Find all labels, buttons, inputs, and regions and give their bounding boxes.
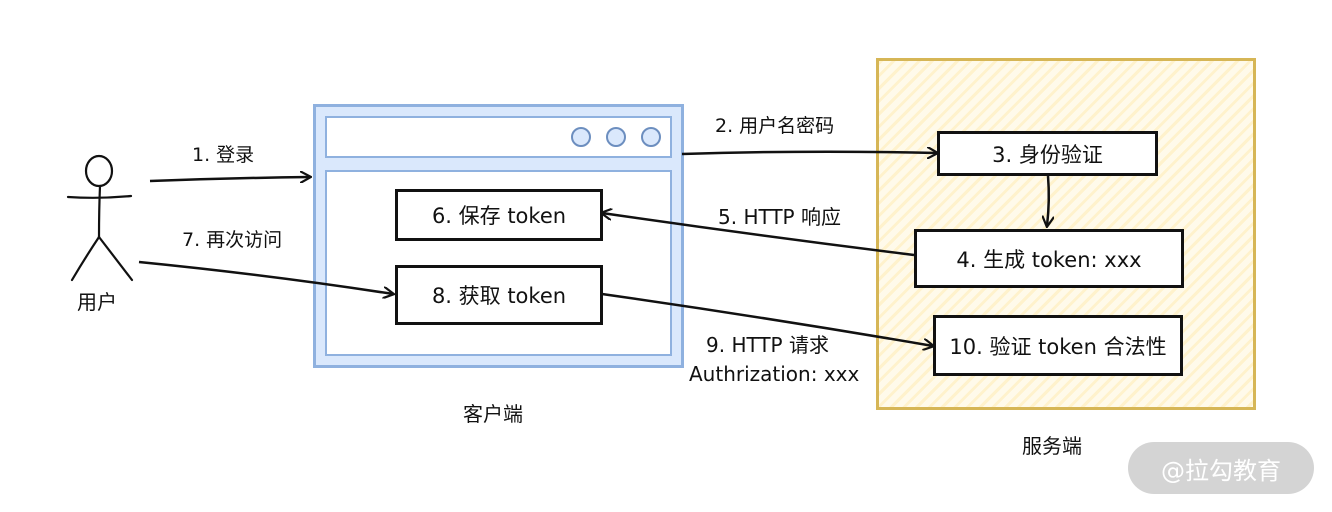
step10-validate-token-box: 10. 验证 token 合法性 [933, 315, 1183, 376]
client-label: 客户端 [463, 402, 523, 426]
user-stick-figure-icon [66, 154, 134, 282]
arrow-step3-to-4 [1047, 175, 1049, 226]
arrow-step7 [138, 260, 393, 294]
step7-label: 7. 再次访问 [182, 229, 283, 251]
step8-get-token-box: 8. 获取 token [395, 265, 603, 325]
step5-label: 5. HTTP 响应 [718, 205, 841, 229]
user-label: 用户 [77, 290, 117, 314]
server-label: 服务端 [1022, 434, 1082, 458]
arrow-step1 [149, 177, 310, 181]
arrow-step2 [681, 152, 937, 154]
authorization-header-label: Authrization: xxx [689, 362, 860, 386]
window-control-icon [571, 127, 591, 147]
step4-generate-token-box: 4. 生成 token: xxx [914, 229, 1184, 288]
arrow-step9 [601, 292, 933, 346]
step1-label: 1. 登录 [192, 144, 255, 166]
window-control-icon [641, 127, 661, 147]
step2-label: 2. 用户名密码 [715, 115, 835, 137]
arrow-step5 [602, 213, 915, 257]
step3-auth-box: 3. 身份验证 [937, 131, 1158, 176]
step6-save-token-box: 6. 保存 token [395, 189, 603, 241]
step9-label: 9. HTTP 请求 [706, 333, 829, 357]
window-control-icon [606, 127, 626, 147]
watermark-badge: @拉勾教育 [1128, 442, 1314, 494]
